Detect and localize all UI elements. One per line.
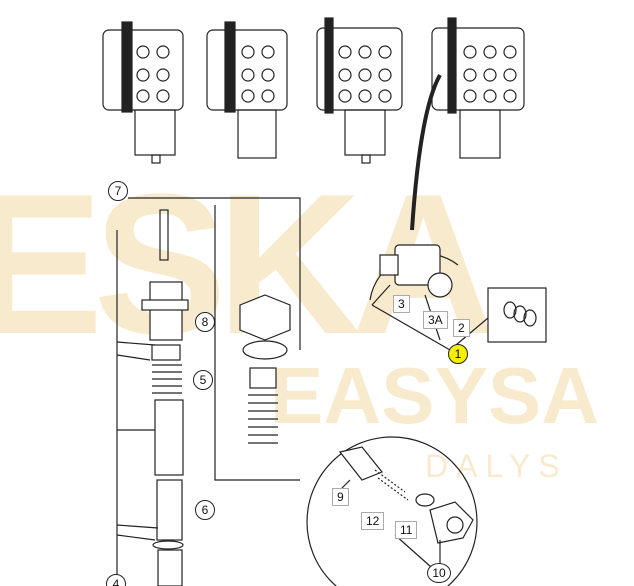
valve-block-3 bbox=[316, 17, 403, 164]
valve-block-4 bbox=[431, 17, 525, 159]
o-ring-set bbox=[487, 287, 547, 343]
callout-3[interactable]: 3 bbox=[393, 295, 410, 313]
callout-3a[interactable]: 3A bbox=[423, 311, 448, 329]
callout-2[interactable]: 2 bbox=[453, 319, 470, 337]
callout-8[interactable]: 8 bbox=[195, 312, 215, 332]
solenoid-lead-line bbox=[410, 74, 442, 231]
detail-circle bbox=[306, 436, 478, 586]
valve-block-2 bbox=[206, 21, 288, 159]
callout-11[interactable]: 11 bbox=[395, 521, 418, 539]
callout-12[interactable]: 12 bbox=[361, 512, 385, 530]
callout-6[interactable]: 6 bbox=[195, 500, 215, 520]
exploded-cartridge-assembly bbox=[116, 197, 301, 586]
solenoid-valve bbox=[369, 244, 489, 351]
callout-9[interactable]: 9 bbox=[332, 488, 349, 506]
callout-1-highlighted[interactable]: 1 bbox=[448, 344, 468, 364]
callout-4[interactable]: 4 bbox=[106, 574, 126, 586]
callout-5[interactable]: 5 bbox=[193, 370, 213, 390]
valve-block-1 bbox=[102, 21, 184, 164]
callout-10[interactable]: 10 bbox=[427, 563, 451, 583]
callout-7[interactable]: 7 bbox=[108, 181, 128, 201]
